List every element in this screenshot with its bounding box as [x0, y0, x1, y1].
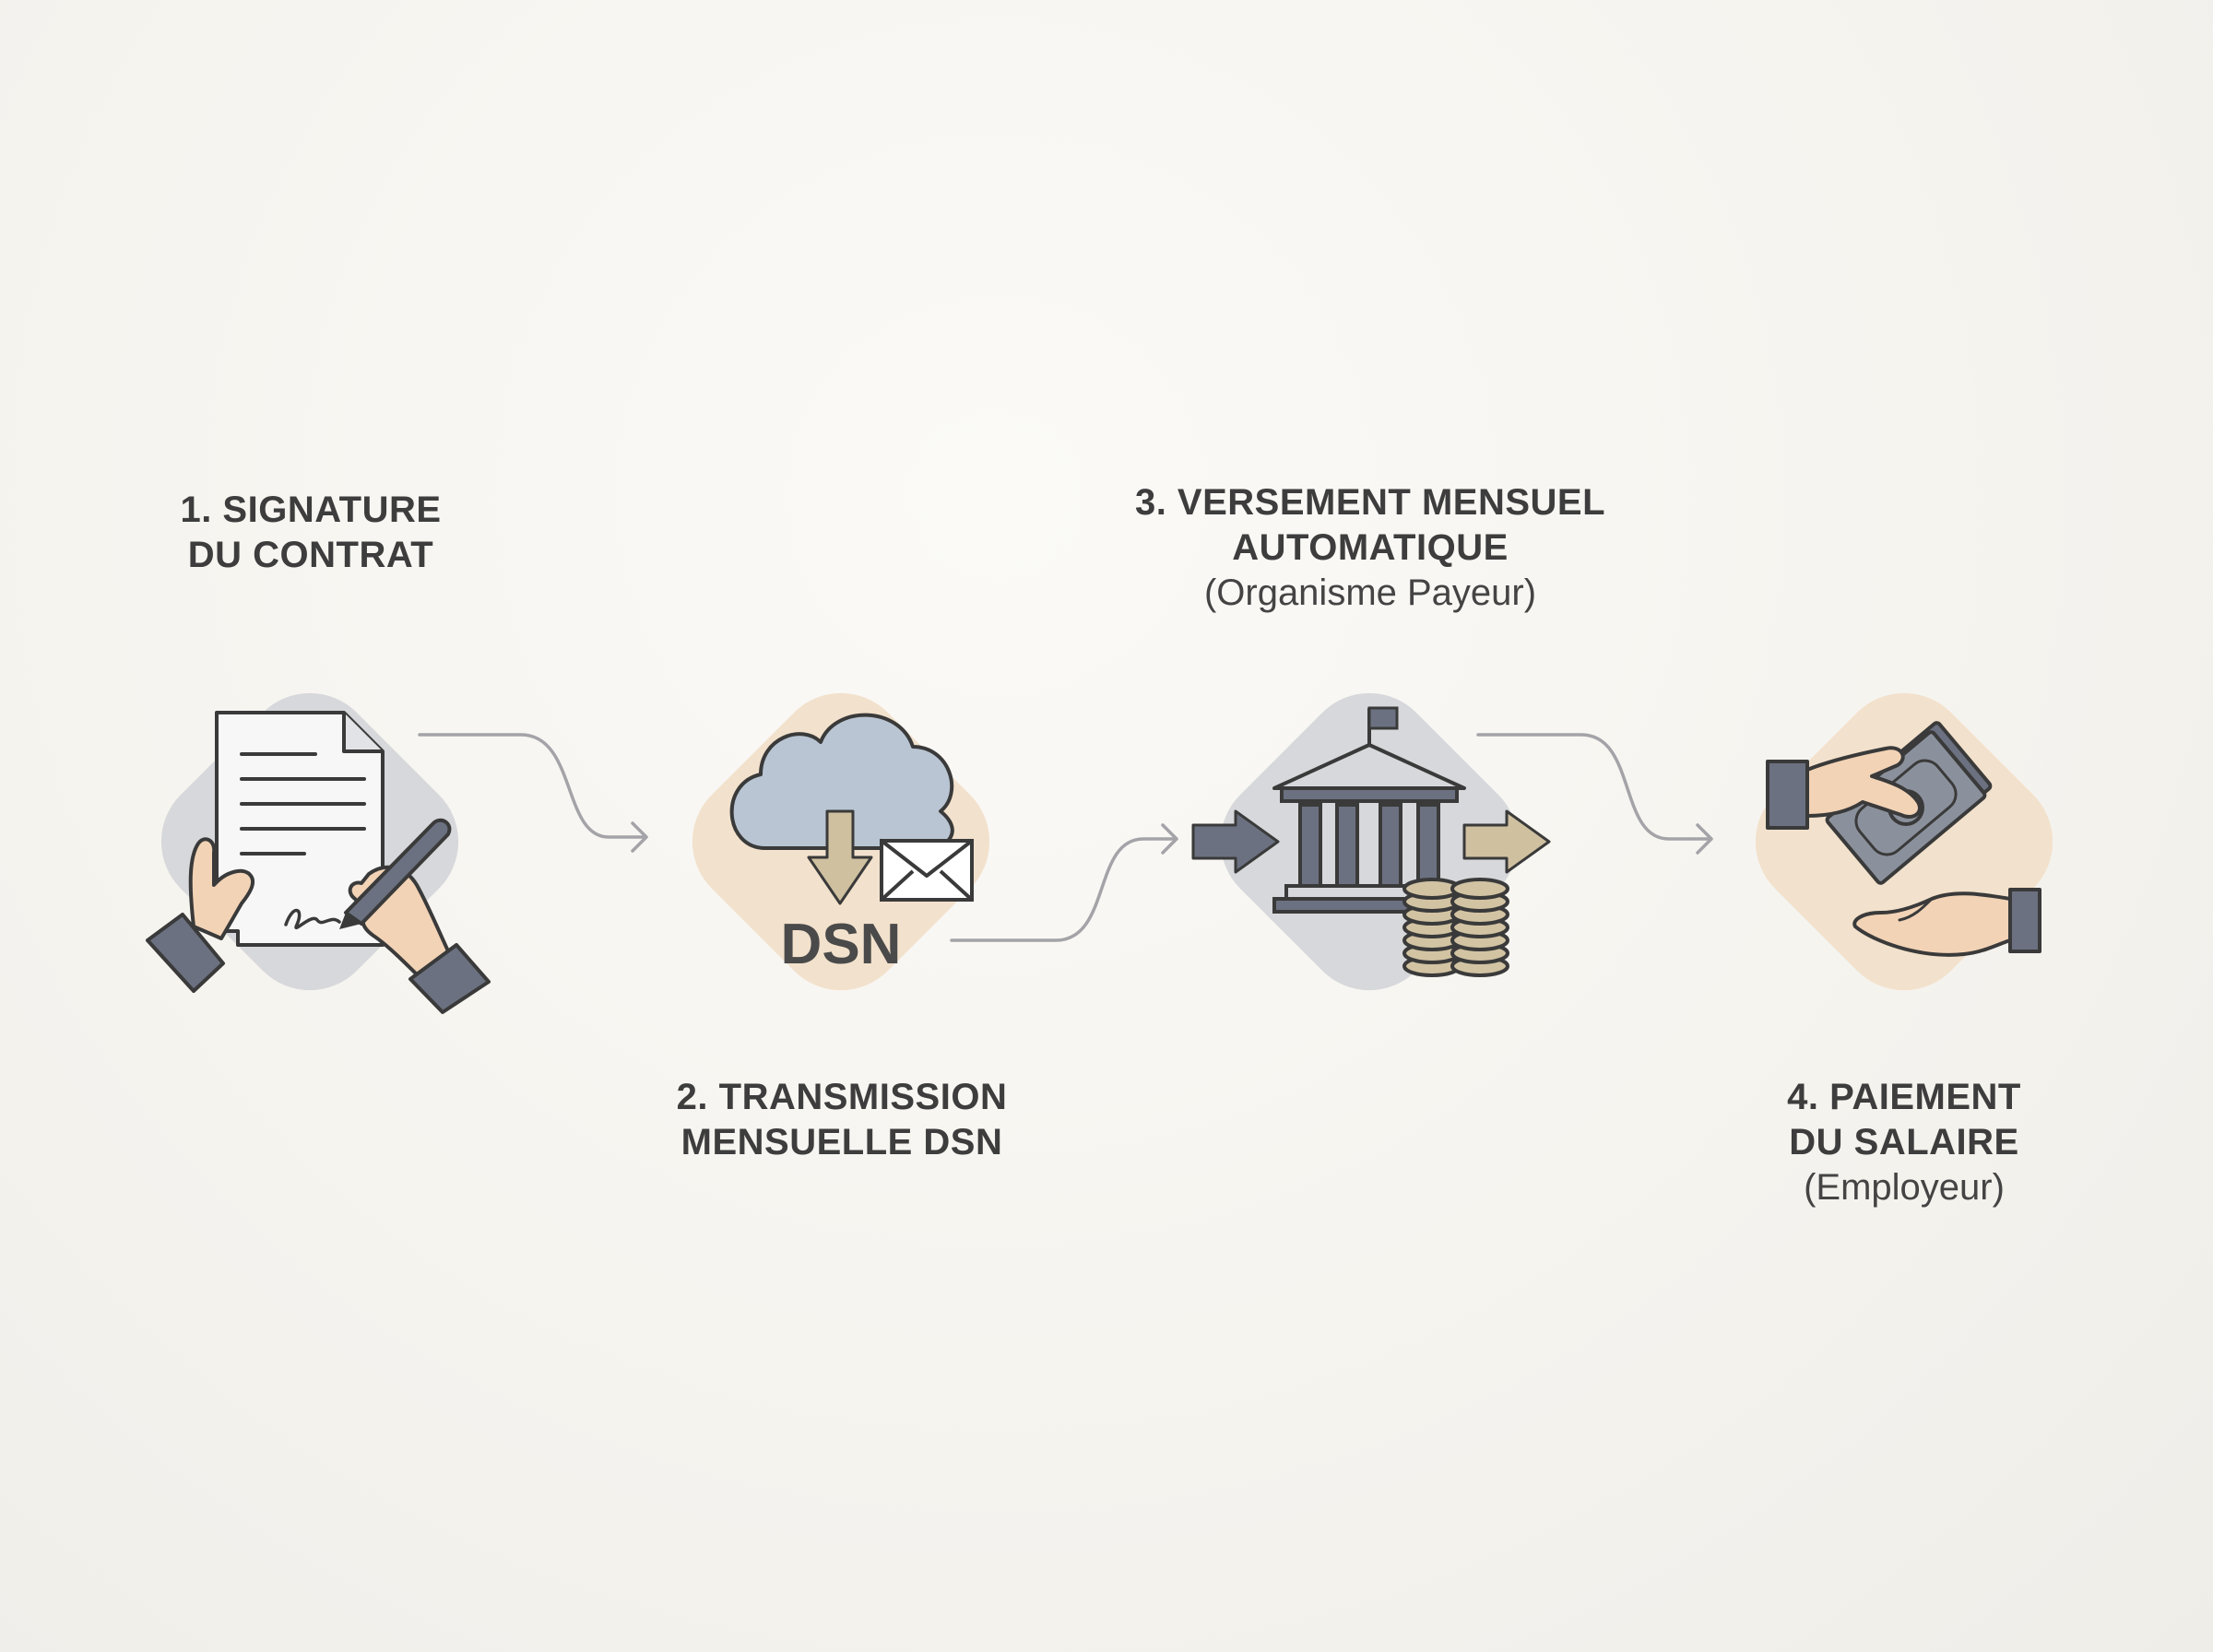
- step-4-title: 4. PAIEMENT DU SALAIRE: [1787, 1077, 2021, 1162]
- right-sleeve-icon: [408, 943, 491, 1014]
- left-hand-icon: [188, 837, 255, 940]
- connector-3-4-arrowhead: [1696, 823, 1713, 855]
- step-1-title: 1. SIGNATURE DU CONTRAT: [180, 490, 442, 575]
- step-3-title: 3. VERSEMENT MENSUEL AUTOMATIQUE: [1134, 482, 1606, 568]
- connector-2-3-arrowhead: [1161, 823, 1178, 855]
- step-3-subtitle: (Organisme Payeur): [1203, 572, 1537, 613]
- giving-hand-icon: [1805, 746, 1922, 820]
- step-4-icon: [1755, 692, 2053, 991]
- step-2-title: 2. TRANSMISSION MENSUELLE DSN: [676, 1077, 1008, 1162]
- envelope-icon: [880, 839, 974, 902]
- connector-1-2: [418, 733, 647, 839]
- step-3-label: 3. VERSEMENT MENSUEL AUTOMATIQUE (Organi…: [1094, 480, 1647, 616]
- signature-icon: [284, 908, 341, 929]
- connector-1-2-arrowhead: [631, 821, 648, 853]
- flag-icon: [1367, 706, 1399, 730]
- step-2-label: 2. TRANSMISSION MENSUELLE DSN: [565, 1075, 1118, 1165]
- step-4-label: 4. PAIEMENT DU SALAIRE (Employeur): [1627, 1075, 2181, 1210]
- cloud-icon: [729, 713, 954, 850]
- salary-payment-icon: [1766, 721, 2041, 957]
- connector-3-4: [1476, 733, 1712, 841]
- coins-icon: [1402, 878, 1509, 977]
- giving-sleeve-icon: [1766, 760, 1809, 830]
- step-2-icon: DSN: [692, 692, 990, 991]
- step-1-icon: [146, 692, 491, 1014]
- receiving-sleeve-icon: [2008, 888, 2041, 953]
- contract-signing-icon: [146, 711, 491, 1014]
- pen-icon: [339, 818, 452, 929]
- download-arrow-icon: [807, 809, 873, 905]
- step-1-label: 1. SIGNATURE DU CONTRAT: [34, 488, 587, 578]
- dsn-label: DSN: [781, 913, 902, 976]
- step-3-icon: [1191, 692, 1551, 991]
- left-sleeve-icon: [146, 913, 225, 993]
- step-4-subtitle: (Employeur): [1804, 1167, 2005, 1208]
- inbound-arrow-icon: [1191, 809, 1280, 874]
- outbound-arrow-icon: [1462, 809, 1551, 874]
- receiving-hand-icon: [1852, 891, 2012, 957]
- dsn-cloud-icon: DSN: [729, 713, 974, 976]
- bank-icon: [1191, 706, 1551, 977]
- connector-2-3: [950, 837, 1178, 942]
